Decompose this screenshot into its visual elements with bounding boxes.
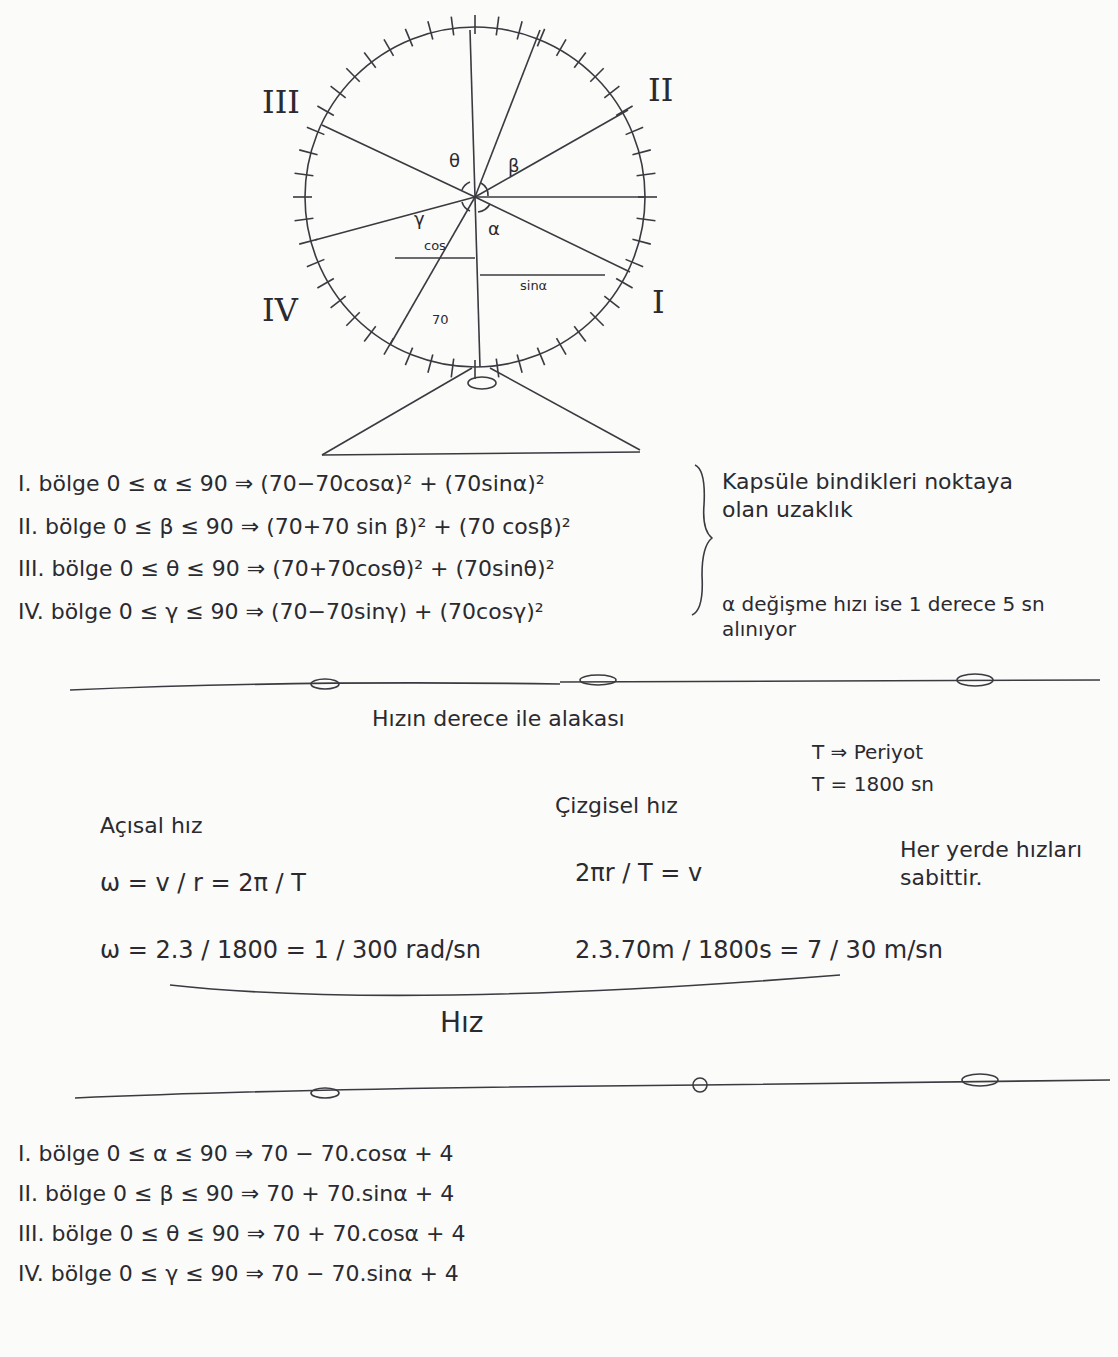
period-note: T = 1800 sn <box>812 772 934 797</box>
formula-text: 2.3.70m / 1800s = 7 / 30 m/sn <box>575 935 943 965</box>
region-number: III <box>262 82 300 122</box>
side-label: cos <box>424 238 446 254</box>
section-label: Çizgisel hız <box>555 792 678 820</box>
distance-equation: III. bölge 0 ≤ θ ≤ 90 ⇒ (70+70cosθ)² + (… <box>18 555 554 583</box>
side-label: 70 <box>432 312 449 328</box>
heading-text: Hızın derece ile alakası <box>372 705 625 733</box>
note-text: α değişme hızı ise 1 derece 5 sn alınıyo… <box>722 592 1102 642</box>
formula-text: 2πr / T = v <box>575 858 702 888</box>
height-equation: II. bölge 0 ≤ β ≤ 90 ⇒ 70 + 70.sinα + 4 <box>18 1180 454 1208</box>
region-number: II <box>648 70 673 110</box>
height-equation: III. bölge 0 ≤ θ ≤ 90 ⇒ 70 + 70.cosα + 4 <box>18 1220 466 1248</box>
height-equation: IV. bölge 0 ≤ γ ≤ 90 ⇒ 70 − 70.sinα + 4 <box>18 1260 459 1288</box>
note-text: Her yerde hızları sabittir. <box>900 836 1100 891</box>
formula-text: ω = v / r = 2π / T <box>100 868 306 898</box>
region-number: IV <box>262 290 298 330</box>
region-number: I <box>652 282 665 322</box>
angle-label: θ <box>449 150 460 173</box>
side-label: sinα <box>520 278 547 294</box>
distance-equation: II. bölge 0 ≤ β ≤ 90 ⇒ (70+70 sin β)² + … <box>18 513 571 541</box>
period-note: T ⇒ Periyot <box>812 740 923 765</box>
note-text: Kapsüle bindikleri noktaya olan uzaklık <box>722 468 1062 523</box>
distance-equation: IV. bölge 0 ≤ γ ≤ 90 ⇒ (70−70sinγ) + (70… <box>18 598 544 626</box>
height-equation: I. bölge 0 ≤ α ≤ 90 ⇒ 70 − 70.cosα + 4 <box>18 1140 454 1168</box>
formula-text: ω = 2.3 / 1800 = 1 / 300 rad/sn <box>100 935 481 965</box>
heading-text: Hız <box>440 1005 484 1040</box>
angle-label: β <box>508 155 520 178</box>
angle-label: γ <box>414 208 425 231</box>
distance-equation: I. bölge 0 ≤ α ≤ 90 ⇒ (70−70cosα)² + (70… <box>18 470 545 498</box>
angle-label: α <box>488 218 500 241</box>
section-label: Açısal hız <box>100 812 203 840</box>
